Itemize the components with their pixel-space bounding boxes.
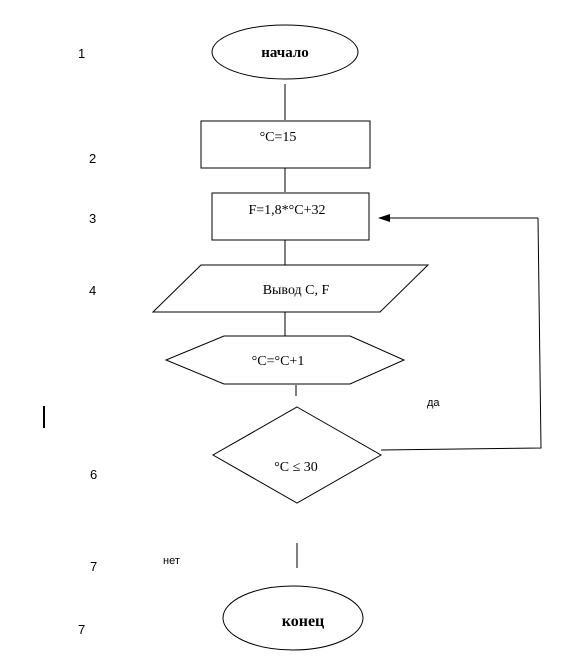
no-branch-label: нет [163,555,180,567]
increment-hexagon [164,335,406,385]
yes-branch-label: да [427,397,440,409]
step-number-3: 3 [89,211,96,226]
step-number-7-a: 7 [90,559,97,574]
start-terminator [211,24,359,80]
formula-process-box [211,192,370,241]
end-label: конец [282,613,325,630]
output-label: Вывод C, F [263,283,330,298]
step-number-2: 2 [89,151,96,166]
end-terminator [222,585,364,651]
init-process-box [200,120,371,169]
step-number-6: 6 [90,467,97,482]
output-parallelogram [151,264,430,313]
condition-diamond [211,406,383,504]
init-label: °C=15 [260,130,297,145]
formula-label: F=1,8*°C+32 [248,203,325,218]
loop-back-line [380,217,542,451]
increment-label: °C=°C+1 [252,354,305,369]
step-number-1: 1 [78,46,85,61]
start-label: начало [261,45,309,61]
condition-label: °C ≤ 30 [274,460,318,475]
step-number-7-b: 7 [78,622,85,637]
step-number-4: 4 [89,283,96,298]
